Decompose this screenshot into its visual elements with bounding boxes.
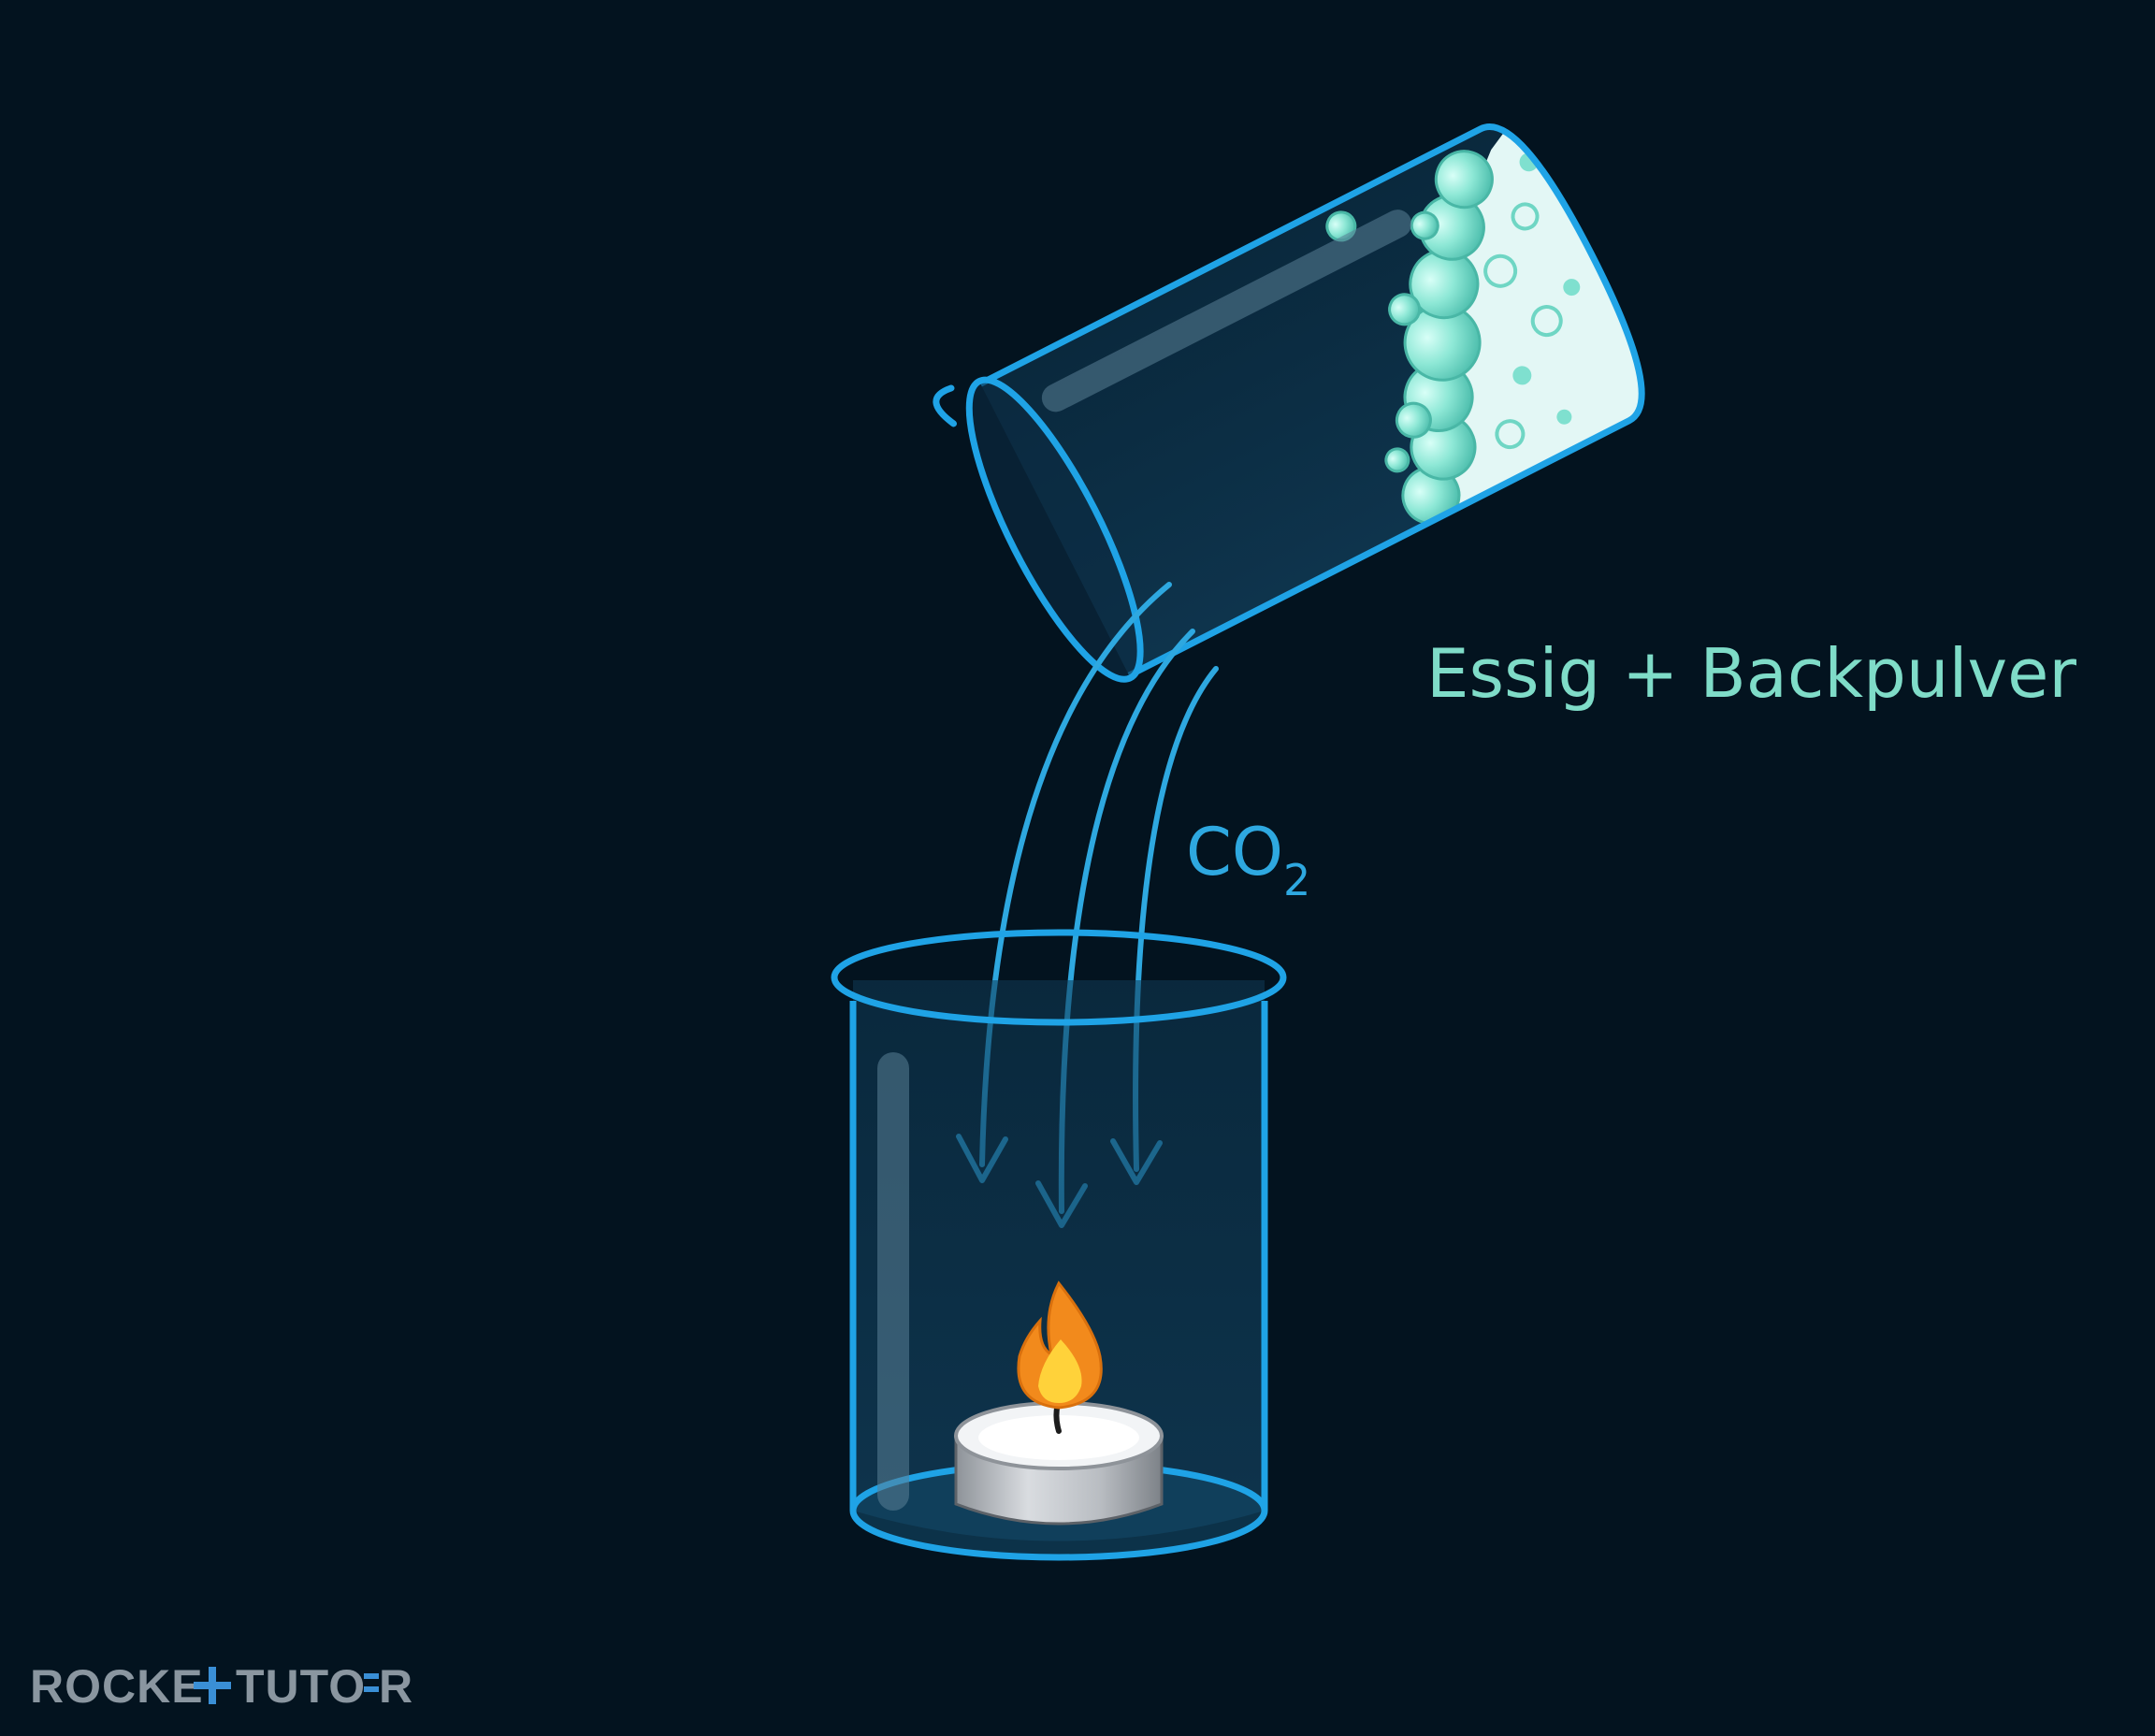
logo-cross-icon xyxy=(194,1667,231,1704)
co2-label-subscript: 2 xyxy=(1283,855,1310,905)
logo-lines-icon xyxy=(364,1673,379,1692)
co2-label: CO2 xyxy=(1186,814,1310,905)
candle-beaker-highlight xyxy=(877,1052,909,1511)
pouring-beaker-highlight xyxy=(1041,210,1412,412)
candle-beaker xyxy=(831,929,1287,1561)
flame-icon xyxy=(1017,1280,1103,1410)
logo-part1: ROCKE xyxy=(30,1660,204,1713)
svg-text:ROCKE: ROCKE xyxy=(30,1660,204,1713)
rocket-tutor-logo: ROCKE TUTO R xyxy=(30,1660,413,1713)
pouring-beaker-spout xyxy=(933,384,958,427)
co2-label-main: CO xyxy=(1186,814,1283,890)
mixture-label: Essig + Backpulver xyxy=(1426,634,2076,713)
logo-part2: TUTO xyxy=(236,1660,366,1713)
svg-text:R: R xyxy=(379,1660,413,1713)
logo-part3: R xyxy=(379,1660,413,1713)
candle-beaker-body xyxy=(853,980,1265,1541)
pouring-beaker-mouth xyxy=(965,376,1144,683)
pouring-beaker xyxy=(933,109,1667,683)
tealight-candle-icon xyxy=(954,1393,1164,1526)
candle-beaker-rim xyxy=(831,929,1287,1026)
foam-bubbles xyxy=(1325,150,1581,526)
liquid xyxy=(1428,109,1667,523)
svg-text:TUTO: TUTO xyxy=(236,1660,366,1713)
mixture-contents xyxy=(1325,109,1667,526)
